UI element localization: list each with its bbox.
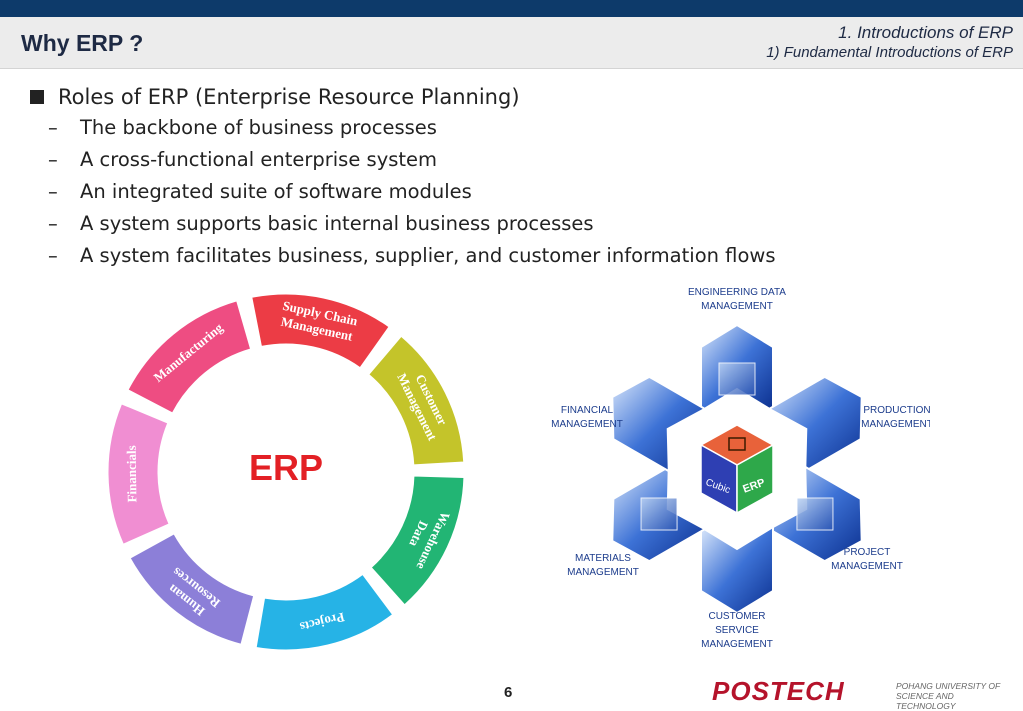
sub-bullets: –The backbone of business processes –A c… — [30, 112, 990, 272]
sub-bullet-text: A system facilitates business, supplier,… — [80, 244, 776, 267]
section-heading: 1. Introductions of ERP 1) Fundamental I… — [766, 23, 1013, 62]
module-label: PRODUCTION — [863, 405, 930, 416]
module-label: FINANCIAL — [561, 405, 614, 416]
wheel-center-label: ERP — [249, 447, 323, 488]
wheel-segment — [370, 475, 465, 606]
section-line-1: 1. Introductions of ERP — [838, 23, 1013, 42]
sub-bullet: –A system supports basic internal busine… — [48, 208, 990, 240]
postech-logo: POSTECH POHANG UNIVERSITY OF SCIENCE AND… — [712, 676, 1012, 711]
wheel-segment — [368, 335, 465, 466]
module-block — [767, 375, 863, 473]
wheel-segment-label: Financials — [124, 445, 140, 502]
logo-tagline: POHANG UNIVERSITY OF SCIENCE AND TECHNOL… — [896, 681, 1012, 711]
wheel-segment — [129, 533, 255, 645]
wheel-segment — [255, 573, 394, 651]
wheel-segment — [127, 300, 252, 414]
wheel-segment — [251, 293, 390, 369]
module-label: SERVICE — [715, 625, 759, 636]
sub-bullet: –The backbone of business processes — [48, 112, 990, 144]
logo-wordmark: POSTECH — [712, 676, 845, 706]
cube-emblem-icon — [728, 437, 746, 451]
module-block — [611, 375, 707, 473]
main-bullet-text: Roles of ERP (Enterprise Resource Planni… — [58, 85, 520, 109]
wheel-segment — [107, 403, 170, 545]
module-picture — [796, 497, 834, 531]
module-label: MANAGEMENT — [701, 639, 773, 650]
cubic-erp-diagram: Cubic ERP ENGINEERING DATA MANAGEMENT PROD… — [551, 287, 930, 650]
module-label: CUSTOMER — [708, 611, 765, 622]
module-label: MANAGEMENT — [567, 567, 639, 578]
page-number: 6 — [504, 684, 513, 701]
sub-bullet: –A system facilitates business, supplier… — [48, 240, 990, 272]
slide-title: Why ERP ? — [21, 30, 144, 56]
bullet-list: Roles of ERP (Enterprise Resource Planni… — [30, 82, 990, 272]
module-label: MANAGEMENT — [701, 301, 773, 312]
logo-tagline-line-2: SCIENCE AND TECHNOLOGY — [896, 691, 956, 711]
sub-bullet-text: The backbone of business processes — [80, 116, 437, 139]
main-bullet: Roles of ERP (Enterprise Resource Planni… — [30, 82, 990, 112]
module-label: MATERIALS — [575, 553, 631, 564]
module-label: PROJECT — [844, 547, 891, 558]
sub-bullet-text: An integrated suite of software modules — [80, 180, 472, 203]
square-bullet-icon — [30, 90, 44, 104]
sub-bullet-text: A cross-functional enterprise system — [80, 148, 438, 171]
module-label: ENGINEERING DATA — [688, 287, 786, 298]
module-label: MANAGEMENT — [551, 419, 623, 430]
section-line-2: 1) Fundamental Introductions of ERP — [766, 44, 1013, 61]
module-block — [700, 525, 774, 615]
sub-bullet: –A cross-functional enterprise system — [48, 144, 990, 176]
module-picture — [718, 362, 756, 396]
module-picture — [640, 497, 678, 531]
logo-tagline-line-1: POHANG UNIVERSITY OF — [896, 681, 1001, 691]
top-banner — [0, 0, 1023, 17]
module-label: MANAGEMENT — [831, 561, 903, 572]
sub-bullet-text: A system supports basic internal busines… — [80, 212, 594, 235]
slide-header: Why ERP ? 1. Introductions of ERP 1) Fun… — [0, 17, 1023, 69]
center-cube: Cubic ERP — [699, 424, 775, 515]
module-label: MANAGEMENT — [861, 419, 930, 430]
sub-bullet: –An integrated suite of software modules — [48, 176, 990, 208]
